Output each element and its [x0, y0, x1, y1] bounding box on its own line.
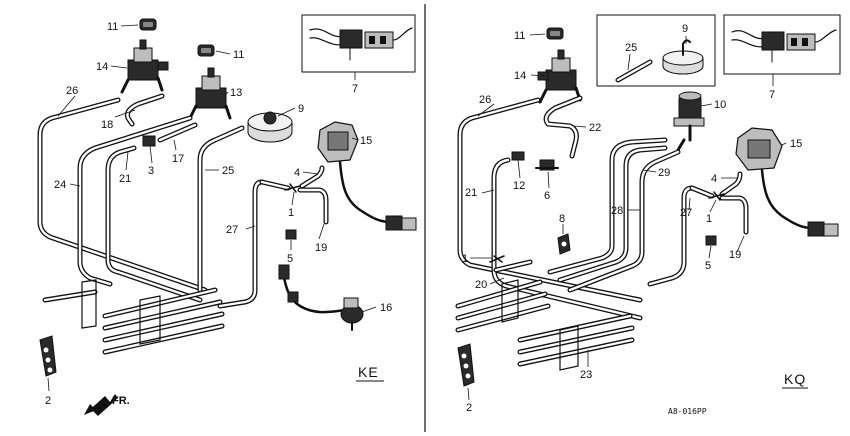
callout-20: 20: [475, 279, 487, 291]
callout-3: 3: [148, 165, 154, 177]
joint-1-left: [489, 255, 505, 263]
variant-label-ke: KE: [358, 364, 379, 380]
drawing-code: A8-016PP: [668, 407, 707, 416]
callout-12: 12: [513, 180, 525, 192]
inset-connector-box-right: [723, 14, 841, 75]
inset-connector-box: [301, 14, 416, 73]
callout-24: 24: [54, 179, 66, 191]
joint-1: [284, 183, 301, 193]
callout-19: 19: [315, 242, 327, 254]
callout-4: 4: [294, 167, 300, 179]
callout-11b: 11: [233, 49, 244, 61]
callout-11: 11: [514, 30, 525, 42]
cap-5-right: [705, 235, 717, 246]
callout-18: 18: [101, 119, 113, 131]
cap-5: [285, 229, 297, 240]
callout-25: 25: [222, 165, 234, 177]
callout-1: 1: [288, 207, 294, 219]
callout-4: 4: [711, 173, 717, 185]
callout-27: 27: [680, 207, 692, 219]
solenoid-valve-14-right: [537, 49, 582, 104]
callout-13: 13: [230, 87, 242, 99]
callout-14: 14: [96, 61, 108, 73]
joint-12: [511, 151, 525, 161]
callout-15: 15: [790, 138, 802, 150]
sensor-16: [278, 264, 364, 331]
control-unit-15-right: [735, 127, 839, 237]
callout-leaders-left: [47, 24, 377, 392]
callout-7: 7: [352, 83, 358, 95]
callout-23: 23: [580, 369, 592, 381]
callout-8: 8: [559, 213, 565, 225]
inset-canister-box: [596, 14, 716, 87]
solenoid-valve-13: [188, 67, 232, 120]
callout-21: 21: [465, 187, 477, 199]
callout-9: 9: [298, 103, 304, 115]
solenoid-valve-14: [120, 39, 169, 94]
canister-9: [247, 111, 293, 143]
callout-5: 5: [705, 260, 711, 272]
clamp-2: [39, 335, 57, 377]
callout-26: 26: [66, 85, 78, 97]
callout-17: 17: [172, 153, 184, 165]
front-arrow-icon: [84, 394, 118, 416]
callout-16: 16: [380, 302, 392, 314]
callout-25: 25: [625, 42, 637, 54]
hose-routing-right: [455, 95, 749, 371]
callout-9: 9: [682, 23, 688, 35]
callout-6: 6: [544, 190, 550, 202]
callout-22: 22: [589, 122, 601, 134]
variant-label-kq: KQ: [784, 371, 806, 387]
callout-26: 26: [479, 94, 491, 106]
left-panel: FR. 11 11 14 13: [37, 14, 417, 416]
bracket-6: [535, 159, 559, 171]
callout-27: 27: [226, 224, 238, 236]
control-unit-15: [317, 121, 417, 231]
callout-5: 5: [287, 253, 293, 265]
clip-8: [557, 233, 571, 255]
callout-15: 15: [360, 135, 372, 147]
callout-leaders-right: [467, 33, 787, 401]
callout-10: 10: [714, 99, 726, 111]
callout-11a: 11: [107, 21, 118, 33]
callout-19: 19: [729, 249, 741, 261]
clamp-2-right: [457, 343, 475, 387]
callout-28: 28: [611, 205, 623, 217]
callout-21: 21: [119, 173, 131, 185]
callout-14: 14: [514, 70, 526, 82]
callout-29: 29: [658, 167, 670, 179]
callout-2: 2: [466, 402, 472, 414]
callout-1-right: 1: [706, 213, 712, 225]
joint-1-right: [708, 191, 725, 201]
valve-10: [673, 91, 705, 152]
joint-3: [142, 135, 156, 147]
front-label: FR.: [112, 395, 130, 407]
hose-routing-left: [37, 93, 329, 355]
callout-2: 2: [45, 395, 51, 407]
callout-7: 7: [769, 89, 775, 101]
callout-1-left: 1: [462, 253, 468, 265]
right-panel: 11 14 9 25 7 26 22 10 15 21 12 6 29 4 28…: [455, 14, 841, 416]
